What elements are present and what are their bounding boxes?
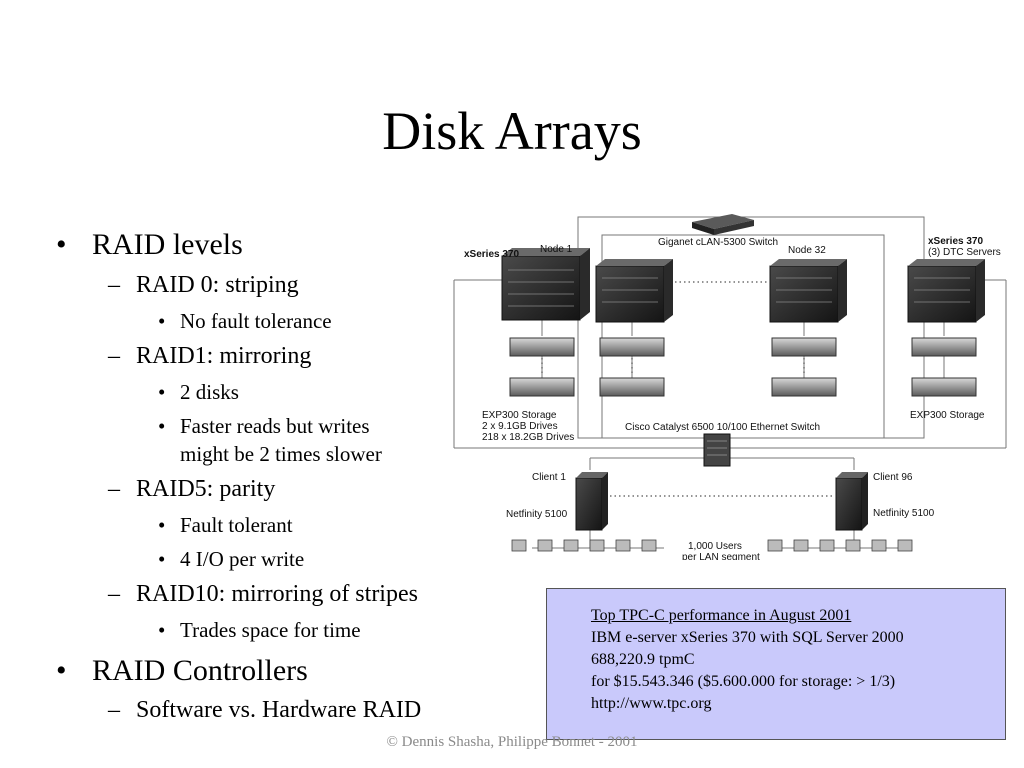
storage-drive-icon — [509, 337, 575, 397]
server-dtc-icon — [907, 259, 985, 323]
switch-top-label: Giganet cLAN-5300 Switch — [658, 237, 778, 248]
bullet-text: RAID1: mirroring — [136, 343, 312, 369]
xseries-left-label: xSeries 370 — [464, 249, 519, 260]
bullet-text: Faster reads but writes — [180, 414, 370, 438]
tpc-info-box: Top TPC-C performance in August 2001 IBM… — [546, 588, 1006, 740]
client1-label: Client 1 — [532, 472, 566, 483]
client96-label: Client 96 — [873, 472, 913, 483]
bullet-text: No fault tolerance — [180, 309, 332, 333]
client-server-icon — [575, 472, 608, 531]
info-headline: Top TPC-C performance in August 2001 — [591, 607, 852, 624]
dtc-servers-label: (3) DTC Servers — [928, 247, 1001, 258]
cisco-switch-label: Cisco Catalyst 6500 10/100 Ethernet Swit… — [625, 422, 820, 433]
exp300-right-label: EXP300 Storage — [910, 410, 985, 421]
users-segment-label: per LAN segment — [682, 552, 760, 560]
server-node2-icon — [595, 259, 673, 323]
users-label: 1,000 Users — [688, 541, 742, 552]
exp300-left-drives2: 218 x 18.2GB Drives — [482, 432, 574, 443]
network-diagram: Giganet cLAN-5300 Switch xSeries 370 Nod… — [453, 214, 1007, 560]
info-line: 688,220.9 tpmC — [591, 651, 695, 668]
bullet-text: Fault tolerant — [180, 513, 293, 537]
bullet-text: RAID levels — [92, 228, 243, 261]
bullet-text: RAID10: mirroring of stripes — [136, 581, 418, 607]
storage-drive-icon — [771, 337, 837, 397]
dotted-links — [541, 281, 834, 497]
xseries-right-label: xSeries 370 — [928, 236, 983, 247]
info-line: IBM e-server xSeries 370 with SQL Server… — [591, 629, 904, 646]
slide-footer: © Dennis Shasha, Philippe Bonnet - 2001 — [386, 734, 638, 750]
netfinity-left-label: Netfinity 5100 — [506, 509, 568, 520]
bullet-list: •RAID levels –RAID 0: striping •No fault… — [56, 228, 422, 723]
bullet-text: RAID 0: striping — [136, 272, 299, 298]
bullet-text: RAID5: parity — [136, 476, 276, 502]
giganet-switch-icon — [692, 214, 754, 235]
bullet-text: 4 I/O per write — [180, 547, 305, 571]
server-node1-icon — [501, 248, 590, 321]
bullet-text: Software vs. Hardware RAID — [136, 697, 422, 723]
bullet-text: RAID Controllers — [92, 654, 308, 687]
bullet-text: Trades space for time — [180, 618, 361, 642]
storage-drive-icon — [599, 337, 665, 397]
exp300-left-drives: 2 x 9.1GB Drives — [482, 421, 558, 432]
workstation-icon — [511, 539, 913, 552]
bullet-text: 2 disks — [180, 380, 239, 404]
netfinity-right-label: Netfinity 5100 — [873, 508, 935, 519]
exp300-left-label: EXP300 Storage — [482, 410, 557, 421]
slide-title: Disk Arrays — [382, 101, 642, 161]
cisco-switch-icon — [703, 433, 731, 467]
server-node32-icon — [769, 259, 847, 323]
node32-label: Node 32 — [788, 245, 826, 256]
info-line: for $15.543.346 ($5.600.000 for storage:… — [591, 673, 896, 690]
storage-drive-icon — [911, 337, 977, 397]
bullet-text: might be 2 times slower — [180, 442, 382, 466]
client-server-icon — [835, 472, 868, 531]
node1-label: Node 1 — [540, 244, 573, 255]
info-url: http://www.tpc.org — [591, 695, 712, 712]
